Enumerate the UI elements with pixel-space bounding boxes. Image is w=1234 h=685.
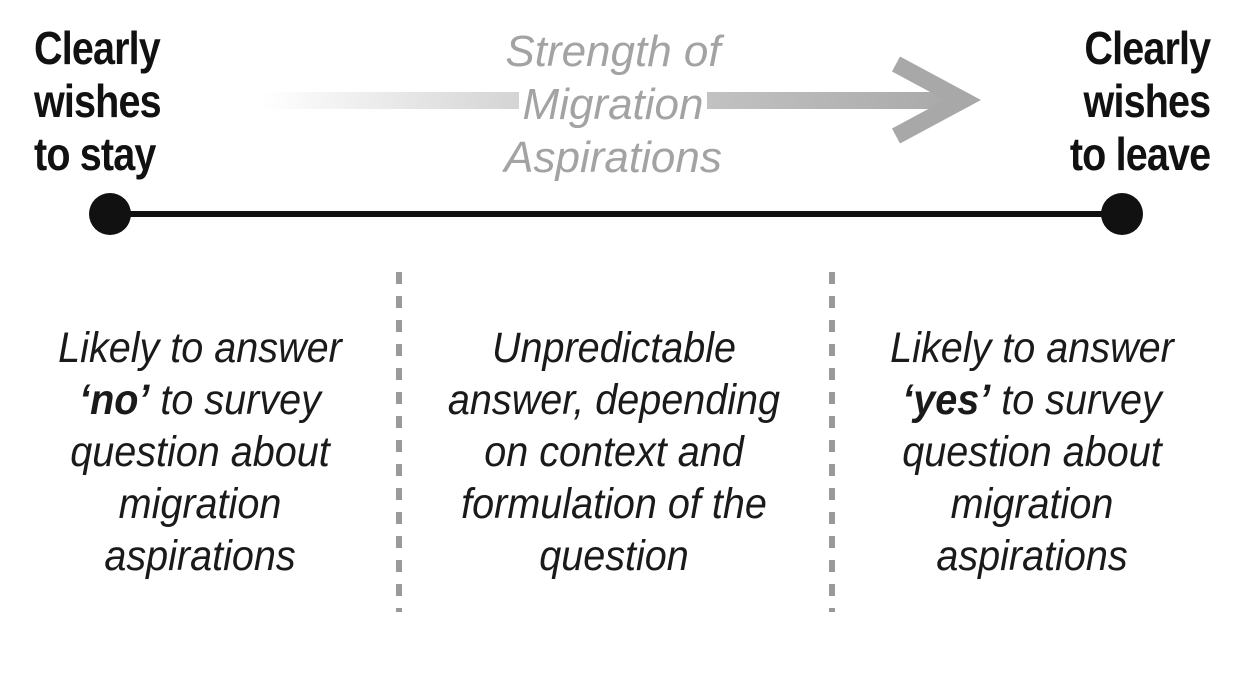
zone-line: question about — [902, 428, 1162, 476]
zone-line-rest: to survey — [149, 376, 321, 424]
aspiration-arrow-head — [891, 56, 981, 144]
zone-description-leave: Likely to answer ‘yes’ to survey questio… — [865, 322, 1200, 582]
right-end-dot — [1101, 193, 1143, 235]
left-end-label-line: wishes — [34, 75, 162, 127]
right-end-label: Clearly wishes to leave — [1069, 22, 1211, 181]
zone-line: Likely to answer — [890, 324, 1174, 372]
axis-title: Strength of Migration Aspirations — [463, 25, 763, 184]
zone-description-unpredictable: Unpredictable answer, depending on conte… — [447, 322, 782, 582]
zone-description-stay: Likely to answer ‘no’ to survey question… — [34, 322, 365, 582]
zone-line-rest: to survey — [990, 376, 1162, 424]
right-end-label-line: wishes — [1083, 75, 1211, 127]
axis-title-line: Migration — [518, 78, 708, 131]
axis-title-line: Strength of — [501, 25, 725, 78]
left-end-dot — [89, 193, 131, 235]
zone-line: aspirations — [936, 532, 1128, 580]
axis-title-line: Aspirations — [500, 131, 726, 184]
left-end-label: Clearly wishes to stay — [34, 22, 162, 181]
zone-line: question about — [70, 428, 330, 476]
zone-line: Likely to answer — [58, 324, 342, 372]
zone-line: Unpredictable — [491, 324, 737, 372]
right-end-label-line: to leave — [1069, 128, 1211, 180]
answer-yes-emphasis: ‘yes’ — [902, 376, 991, 424]
answer-no-emphasis: ‘no’ — [79, 376, 150, 424]
zone-line: ‘yes’ to survey — [865, 374, 1200, 426]
zone-line: ‘no’ to survey — [34, 374, 365, 426]
right-end-label-line: Clearly — [1084, 22, 1211, 74]
zone-line: on context and — [484, 428, 744, 476]
zone-line: migration — [118, 480, 282, 528]
left-end-label-line: to stay — [34, 128, 156, 180]
zone-line: question — [539, 532, 689, 580]
zone-line: aspirations — [104, 532, 296, 580]
zone-line: migration — [950, 480, 1114, 528]
left-end-label-line: Clearly — [34, 22, 161, 74]
zone-line: formulation of the — [461, 480, 767, 528]
zone-line: answer, depending — [447, 376, 781, 424]
